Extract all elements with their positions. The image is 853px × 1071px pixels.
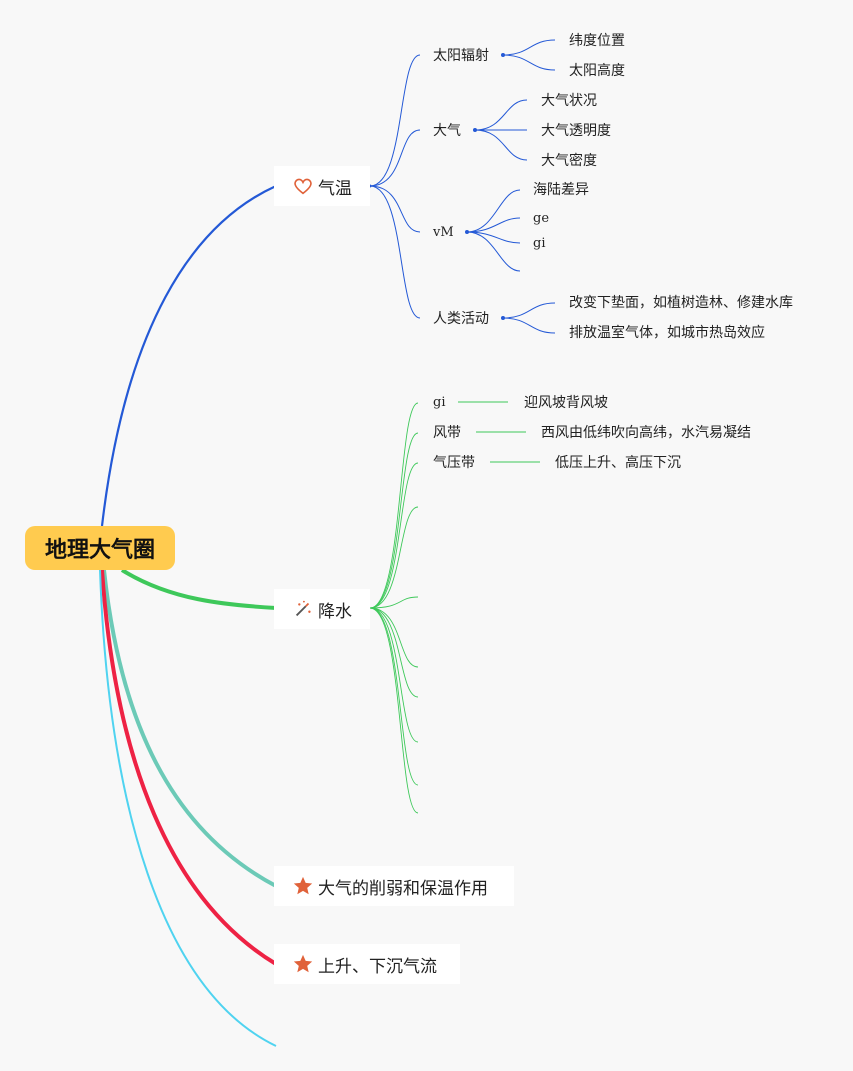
connector-precip-8 <box>369 607 419 743</box>
connector-precip-6 <box>369 607 419 668</box>
magic-wand-icon <box>295 600 311 617</box>
topic-precipitation-label: 降水 <box>318 601 352 622</box>
branch-line-fifth <box>99 569 277 1047</box>
connector-solar-2 <box>502 54 556 71</box>
node-atm-transparency[interactable]: 大气透明度 <box>541 123 611 139</box>
node-westerly[interactable]: 西风由低纬吹向高纬，水汽易凝结 <box>541 425 751 441</box>
topic-temperature-label: 气温 <box>318 178 352 199</box>
node-pressure-detail[interactable]: 低压上升、高压下沉 <box>555 455 681 471</box>
connector-precip-7 <box>369 607 419 698</box>
node-atm-density[interactable]: 大气密度 <box>541 153 597 169</box>
connector-precip-5 <box>369 596 419 609</box>
star-icon <box>293 876 313 895</box>
node-underlying-surface[interactable]: 改变下垫面，如植树造林、修建水库 <box>569 295 793 311</box>
root-label: 地理大气圈 <box>44 538 155 563</box>
connector-precip-1 <box>369 402 419 609</box>
node-greenhouse-gas[interactable]: 排放温室气体，如城市热岛效应 <box>569 325 765 341</box>
branch-line-precipitation <box>120 568 277 610</box>
connector-atm-1 <box>474 99 528 131</box>
topic-weakening-label: 大气的削弱和保温作用 <box>318 878 488 899</box>
branch-line-temperature <box>100 184 277 527</box>
topic-airflow-label: 上升、下沉气流 <box>318 956 437 977</box>
connector-precip-2 <box>369 432 419 609</box>
connector-vm-1 <box>466 189 521 233</box>
heart-icon <box>294 178 312 195</box>
node-vm[interactable]: vM <box>433 225 454 240</box>
connector-vm <box>369 185 421 233</box>
connector-solar <box>369 54 421 187</box>
node-ge[interactable]: ge <box>533 211 550 226</box>
connector-human-1 <box>502 302 556 319</box>
node-wind-belt[interactable]: 风带 <box>433 425 461 441</box>
node-slope[interactable]: 迎风坡背风坡 <box>524 395 608 411</box>
node-atmosphere[interactable]: 大气 <box>433 123 461 139</box>
branch-line-airflow <box>100 569 278 966</box>
node-gi[interactable]: gi <box>533 236 546 251</box>
node-latitude[interactable]: 纬度位置 <box>569 33 625 49</box>
topic-weakening[interactable]: 大气的削弱和保温作用 <box>274 866 514 906</box>
connector-solar-1 <box>502 39 556 56</box>
connector-atmosphere <box>369 129 421 187</box>
connector-precip-3 <box>369 462 419 609</box>
node-precip-gi[interactable]: gi <box>433 395 446 410</box>
connector-human-2 <box>502 317 556 334</box>
topic-airflow[interactable]: 上升、下沉气流 <box>274 944 460 984</box>
connector-human <box>369 185 421 319</box>
star-icon <box>293 954 313 973</box>
connector-vm-2 <box>466 217 521 233</box>
topic-temperature[interactable]: 气温 <box>274 166 370 206</box>
connector-precip-10 <box>369 607 419 814</box>
topic-precipitation[interactable]: 降水 <box>274 589 370 629</box>
node-solar-radiation[interactable]: 太阳辐射 <box>433 48 489 64</box>
node-human-activity[interactable]: 人类活动 <box>433 311 489 327</box>
connector-precip-4 <box>369 506 419 609</box>
connector-vm-4 <box>466 231 521 272</box>
root-node[interactable]: 地理大气圈 <box>25 526 175 570</box>
node-land-sea[interactable]: 海陆差异 <box>533 182 589 198</box>
connector-atm-3 <box>474 129 528 161</box>
node-pressure-belt[interactable]: 气压带 <box>433 455 475 471</box>
node-atm-condition[interactable]: 大气状况 <box>541 93 597 109</box>
node-solar-altitude[interactable]: 太阳高度 <box>569 63 625 79</box>
branch-line-weakening <box>102 569 277 888</box>
connector-precip-9 <box>369 607 419 786</box>
